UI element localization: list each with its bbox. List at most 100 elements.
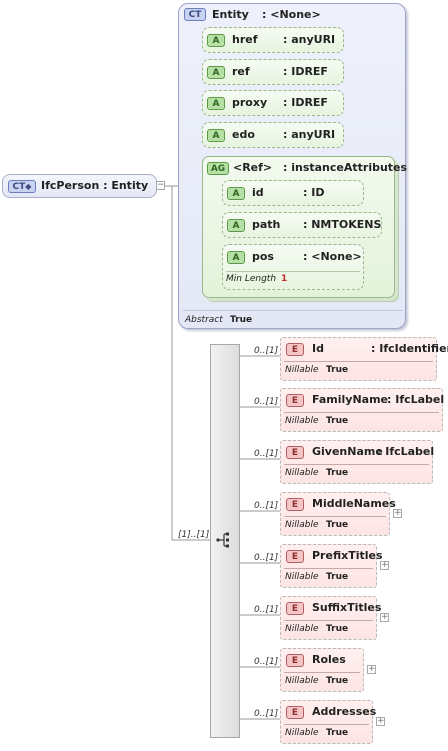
nillable-value: True [326, 572, 349, 582]
element-name: Addresses [312, 705, 377, 718]
element-type: : IfcIdentifier [371, 342, 448, 355]
expand-toggle[interactable]: + [376, 716, 385, 726]
attribute-pos[interactable]: A pos : <None> Min Length 1 [222, 244, 364, 290]
element-box[interactable]: E Roles Nillable True [280, 648, 364, 692]
element-box[interactable]: E MiddleNames Nillable True [280, 492, 396, 536]
attribute-icon: A [207, 129, 225, 142]
group-type: : instanceAttributes [283, 161, 408, 174]
element-separator [284, 464, 429, 465]
facet-separator [226, 271, 360, 272]
attribute-name: pos [252, 250, 274, 263]
element-icon: E [286, 343, 304, 356]
attribute-path[interactable]: A path : NMTOKENS [222, 212, 382, 238]
attribute-icon: A [227, 187, 245, 200]
nillable-value: True [326, 624, 349, 634]
element-separator [284, 361, 433, 362]
element-name: MiddleNames [312, 497, 396, 510]
root-label: IfcPerson : Entity [41, 179, 149, 192]
abstract-label: Abstract [185, 315, 223, 325]
root-node[interactable]: CT◆ IfcPerson : Entity [2, 174, 157, 198]
attribute-icon: A [207, 66, 225, 79]
nillable-value: True [326, 520, 349, 530]
sequence-icon [216, 532, 229, 548]
attribute-icon: A [207, 34, 225, 47]
entity-type: : <None> [262, 8, 321, 21]
attribute-type: : anyURI [283, 33, 336, 46]
nillable-label: Nillable [285, 520, 319, 530]
entity-name: Entity [212, 8, 249, 21]
attribute-proxy[interactable]: A proxy : IDREF [202, 90, 344, 116]
element-name: PrefixTitles [312, 549, 383, 562]
attribute-group-icon: AG [207, 162, 229, 175]
element-separator [284, 724, 369, 725]
facet-value: 1 [281, 274, 288, 284]
facet-label: Min Length [226, 274, 277, 284]
attribute-edo[interactable]: A edo : anyURI [202, 122, 344, 148]
element-name: SuffixTitles [312, 601, 382, 614]
nillable-label: Nillable [285, 624, 319, 634]
element-icon: E [286, 446, 304, 459]
collapse-toggle[interactable]: − [156, 180, 165, 190]
nillable-label: Nillable [285, 365, 319, 375]
element-icon: E [286, 394, 304, 407]
attribute-type: : anyURI [283, 128, 336, 141]
element-name: Roles [312, 653, 346, 666]
element-name: Id [312, 342, 324, 355]
element-occurrence: 0..[1] [254, 449, 279, 459]
attribute-name: id [252, 186, 264, 199]
element-icon: E [286, 550, 304, 563]
element-occurrence: 0..[1] [254, 709, 279, 719]
nillable-value: True [326, 416, 349, 426]
element-occurrence: 0..[1] [254, 605, 279, 615]
attribute-type: : IDREF [283, 96, 328, 109]
sequence-occurrence: [1]..[1] [178, 530, 210, 540]
expand-toggle[interactable]: + [380, 612, 389, 622]
attribute-type: : IDREF [283, 65, 328, 78]
element-separator [284, 516, 386, 517]
nillable-value: True [326, 468, 349, 478]
nillable-label: Nillable [285, 468, 319, 478]
expand-toggle[interactable]: + [393, 508, 402, 518]
element-type: : IfcLabel [377, 445, 435, 458]
attribute-type: : ID [303, 186, 325, 199]
element-box[interactable]: E Id : IfcIdentifier Nillable True [280, 337, 448, 381]
nillable-value: True [326, 365, 349, 375]
element-box[interactable]: E Addresses Nillable True [280, 700, 377, 744]
nillable-label: Nillable [285, 676, 319, 686]
element-icon: E [286, 498, 304, 511]
nillable-label: Nillable [285, 416, 319, 426]
nillable-label: Nillable [285, 572, 319, 582]
element-name: GivenName [312, 445, 383, 458]
element-separator [284, 620, 373, 621]
abstract-value: True [230, 315, 253, 325]
group-name: <Ref> [233, 161, 273, 174]
expand-toggle[interactable]: + [367, 664, 376, 674]
complex-type-icon: CT [184, 8, 206, 21]
attribute-icon: A [227, 219, 245, 232]
attribute-href[interactable]: A href : anyURI [202, 27, 344, 53]
element-occurrence: 0..[1] [254, 346, 279, 356]
element-occurrence: 0..[1] [254, 657, 279, 667]
element-box[interactable]: E FamilyName : IfcLabel Nillable True [280, 388, 444, 432]
attribute-type: : <None> [303, 250, 362, 263]
element-separator [284, 672, 360, 673]
attribute-name: proxy [232, 96, 268, 109]
entity-separator [183, 310, 403, 311]
nillable-value: True [326, 728, 349, 738]
attribute-type: : NMTOKENS [303, 218, 382, 231]
sequence-compositor[interactable] [210, 344, 240, 738]
attribute-name: ref [232, 65, 250, 78]
attribute-ref[interactable]: A ref : IDREF [202, 59, 344, 85]
attribute-icon: A [207, 97, 225, 110]
element-box[interactable]: E PrefixTitles Nillable True [280, 544, 383, 588]
element-icon: E [286, 602, 304, 615]
element-box[interactable]: E GivenName : IfcLabel Nillable True [280, 440, 435, 484]
attribute-name: path [252, 218, 281, 231]
element-name: FamilyName [312, 393, 389, 406]
nillable-value: True [326, 676, 349, 686]
expand-toggle[interactable]: + [380, 560, 389, 570]
complex-type-icon: CT◆ [8, 180, 36, 193]
attribute-id[interactable]: A id : ID [222, 180, 364, 206]
element-icon: E [286, 706, 304, 719]
element-box[interactable]: E SuffixTitles Nillable True [280, 596, 381, 640]
